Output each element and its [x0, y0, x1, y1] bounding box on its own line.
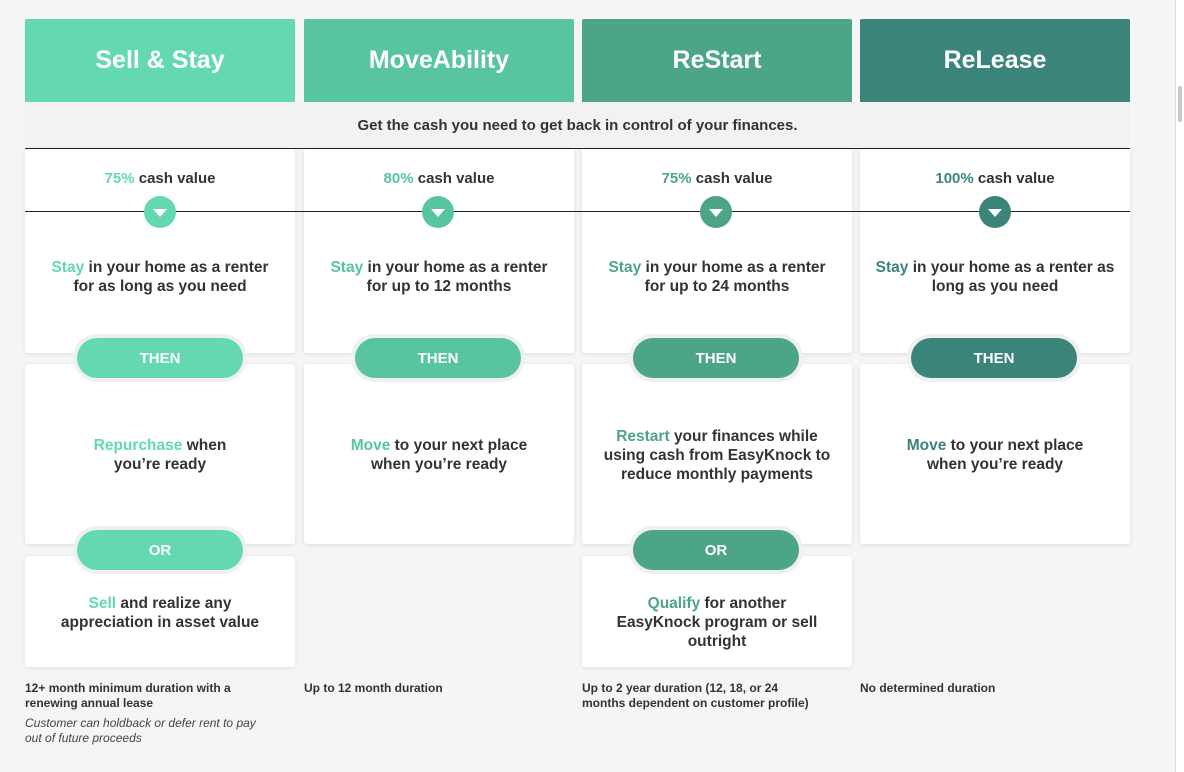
banner-tagline: Get the cash you need to get back in con… — [25, 102, 1130, 149]
scrollbar-track[interactable] — [1175, 0, 1184, 772]
then-description: Repurchase when you’re ready — [25, 436, 295, 474]
cash-suffix: cash value — [417, 170, 495, 187]
arrow-down-icon — [979, 196, 1011, 228]
then-text: to your next place when you’re ready — [926, 437, 1084, 473]
stay-keyword: Stay — [330, 259, 364, 276]
or-pill: OR — [633, 530, 799, 570]
cash-value-label: 100% cash value — [860, 170, 1130, 187]
or-text: for another EasyKnock program or sell ou… — [616, 595, 818, 650]
cash-value-label: 75% cash value — [25, 170, 295, 187]
then-card — [25, 364, 295, 544]
or-description: Sell and realize any appreciation in ass… — [25, 594, 295, 632]
or-card — [582, 556, 852, 667]
then-description: Move to your next place when you’re read… — [860, 436, 1130, 474]
stay-card — [25, 149, 295, 353]
cash-percent: 80% — [383, 170, 414, 187]
then-pill: THEN — [77, 338, 243, 378]
then-description: Move to your next place when you’re read… — [304, 436, 574, 474]
cash-percent: 75% — [661, 170, 692, 187]
or-keyword: Qualify — [647, 595, 701, 612]
scrollbar-thumb[interactable] — [1178, 86, 1182, 122]
stay-card — [304, 149, 574, 353]
then-keyword: Move — [906, 437, 947, 454]
timeline-divider — [25, 211, 1130, 212]
stay-text: in your home as a renter as long as you … — [912, 259, 1115, 295]
stay-description: Stay in your home as a renter for up to … — [304, 258, 574, 296]
or-text: and realize any appreciation in asset va… — [60, 595, 260, 631]
then-card — [304, 364, 574, 544]
stay-text: in your home as a renter for as long as … — [73, 259, 269, 295]
header-moveability[interactable]: MoveAbility — [304, 19, 574, 102]
then-keyword: Move — [350, 437, 391, 454]
header-release[interactable]: ReLease — [860, 19, 1130, 102]
then-pill: THEN — [355, 338, 521, 378]
arrow-down-icon — [422, 196, 454, 228]
duration-text: No determined duration — [860, 681, 996, 695]
then-keyword: Restart — [616, 428, 670, 445]
cash-percent: 100% — [935, 170, 974, 187]
or-description: Qualify for another EasyKnock program or… — [582, 594, 852, 651]
then-card — [860, 364, 1130, 544]
stay-description: Stay in your home as a renter for as lon… — [25, 258, 295, 296]
stay-text: in your home as a renter for up to 12 mo… — [366, 259, 548, 295]
header-restart[interactable]: ReStart — [582, 19, 852, 102]
stay-keyword: Stay — [875, 259, 909, 276]
cash-suffix: cash value — [138, 170, 216, 187]
or-keyword: Sell — [88, 595, 117, 612]
arrow-down-icon — [700, 196, 732, 228]
duration-text: Up to 12 month duration — [304, 681, 443, 695]
stay-keyword: Stay — [608, 259, 642, 276]
cash-suffix: cash value — [695, 170, 773, 187]
arrow-down-icon — [144, 196, 176, 228]
cash-value-label: 80% cash value — [304, 170, 574, 187]
cash-percent: 75% — [104, 170, 135, 187]
duration-text: 12+ month minimum duration with a renewi… — [25, 681, 231, 710]
then-keyword: Repurchase — [93, 437, 183, 454]
or-pill: OR — [77, 530, 243, 570]
cash-value-label: 75% cash value — [582, 170, 852, 187]
stay-keyword: Stay — [51, 259, 85, 276]
then-text: when you’re ready — [113, 437, 227, 473]
duration-note: Customer can holdback or defer rent to p… — [25, 716, 256, 745]
then-text: your finances while using cash from Easy… — [603, 428, 831, 483]
stay-card — [860, 149, 1130, 353]
then-pill: THEN — [633, 338, 799, 378]
then-description: Restart your finances while using cash f… — [582, 427, 852, 484]
stay-text: in your home as a renter for up to 24 mo… — [644, 259, 826, 295]
header-sell-stay[interactable]: Sell & Stay — [25, 19, 295, 102]
duration-text: Up to 2 year duration (12, 18, or 24 mon… — [582, 681, 809, 710]
stay-description: Stay in your home as a renter as long as… — [860, 258, 1130, 296]
cash-suffix: cash value — [977, 170, 1055, 187]
stay-description: Stay in your home as a renter for up to … — [582, 258, 852, 296]
or-card — [25, 556, 295, 667]
then-text: to your next place when you’re ready — [370, 437, 528, 473]
then-pill: THEN — [911, 338, 1077, 378]
stay-card — [582, 149, 852, 353]
then-card — [582, 364, 852, 544]
